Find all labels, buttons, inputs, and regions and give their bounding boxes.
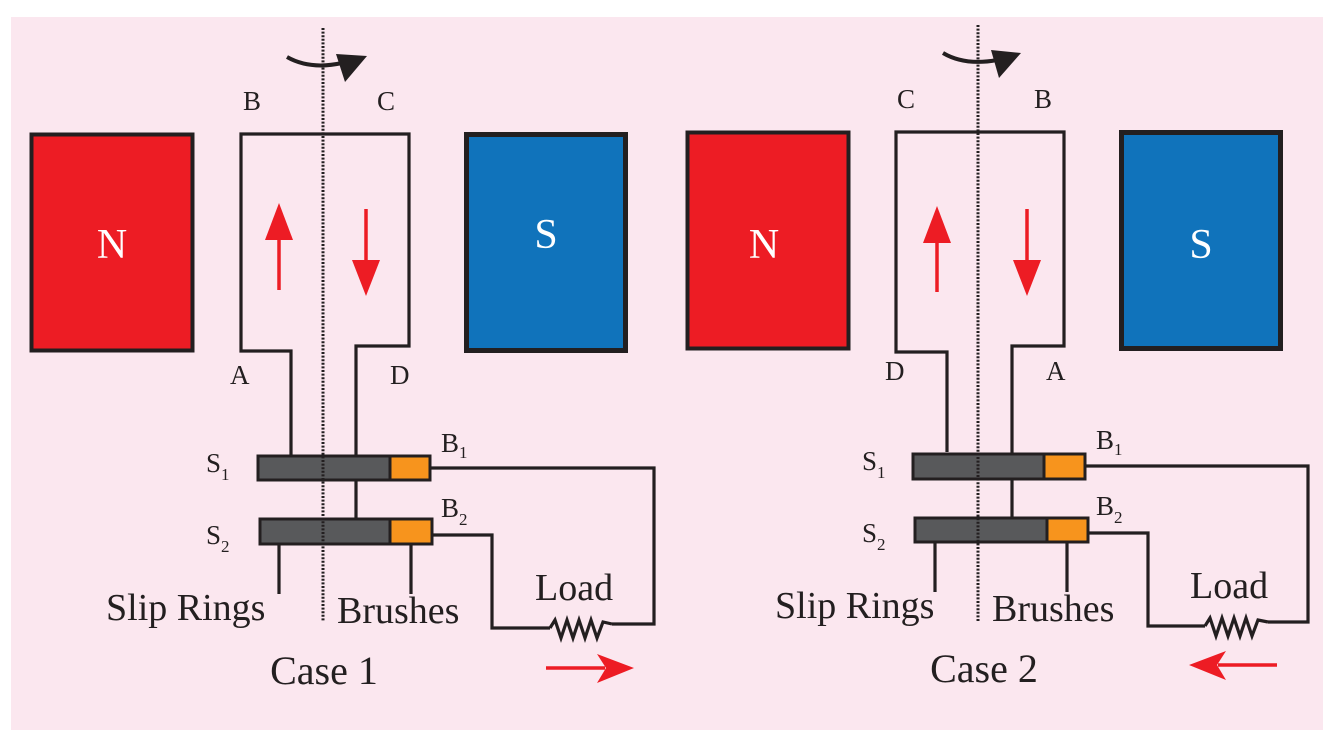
coil-label-top-right: C (377, 86, 395, 116)
slip-rings-caption: Slip Rings (775, 585, 934, 627)
load-label: Load (1190, 565, 1268, 607)
diagram-background (11, 17, 1323, 730)
slip-rings-caption: Slip Rings (106, 587, 265, 629)
slip-ring-1-label: S1 (862, 446, 886, 482)
load-current-arrow-right (546, 654, 634, 683)
slip-ring-1-label: S1 (206, 448, 230, 484)
rotation-arrow-icon (286, 54, 367, 82)
south-magnet: S (464, 132, 628, 353)
load-current-arrow-left (1189, 651, 1277, 680)
load-circuit-wire-2 (432, 533, 550, 630)
current-arrow-up (923, 206, 951, 292)
coil-label-bottom-left: D (885, 356, 905, 386)
coil-label-top-left: B (243, 86, 261, 116)
brush-2-label: B2 (441, 493, 468, 529)
brush-2 (1045, 516, 1090, 544)
brush-1 (388, 454, 432, 482)
coil-label-bottom-right: D (390, 360, 410, 390)
rotation-arrow-icon (941, 50, 1021, 78)
load-label: Load (535, 567, 613, 609)
load-circuit-wire-1 (1085, 464, 1310, 624)
brush-2 (388, 517, 434, 546)
brush-1-label: B1 (441, 428, 468, 462)
brush-1 (1042, 452, 1087, 481)
south-pole-label: S (534, 212, 557, 258)
slip-ring-2-label: S2 (206, 520, 230, 556)
armature-coil (239, 132, 411, 519)
current-arrow-up (265, 203, 293, 290)
slip-ring-2 (913, 516, 1049, 544)
coil-label-bottom-right: A (1046, 356, 1066, 386)
coil-label-bottom-left: A (230, 360, 250, 390)
current-arrow-down (1013, 209, 1041, 296)
case-2-panel: N S C B D A (685, 25, 1310, 691)
load-circuit-wire-1 (430, 466, 656, 626)
case-title: Case 1 (270, 648, 378, 693)
load-resistor-icon (548, 614, 613, 644)
current-arrow-down (352, 209, 380, 296)
north-magnet: N (29, 132, 195, 353)
slip-ring-2 (258, 517, 392, 546)
north-magnet: N (685, 130, 851, 351)
brush-2-label: B2 (1096, 491, 1123, 527)
north-pole-label: N (97, 222, 127, 268)
load-resistor-icon (1203, 612, 1269, 642)
armature-coil (894, 130, 1066, 518)
south-magnet: S (1119, 130, 1283, 351)
case-title: Case 2 (930, 646, 1038, 691)
coil-label-top-left: C (897, 84, 915, 114)
slip-ring-2-label: S2 (862, 518, 886, 554)
south-pole-label: S (1189, 222, 1212, 268)
brushes-caption: Brushes (992, 588, 1114, 630)
case-1-panel: N S B C A D (29, 28, 656, 693)
brushes-caption: Brushes (337, 590, 459, 632)
north-pole-label: N (749, 222, 779, 268)
brush-1-label: B1 (1096, 425, 1123, 459)
load-circuit-wire-2 (1088, 531, 1205, 628)
coil-label-top-right: B (1034, 84, 1052, 114)
